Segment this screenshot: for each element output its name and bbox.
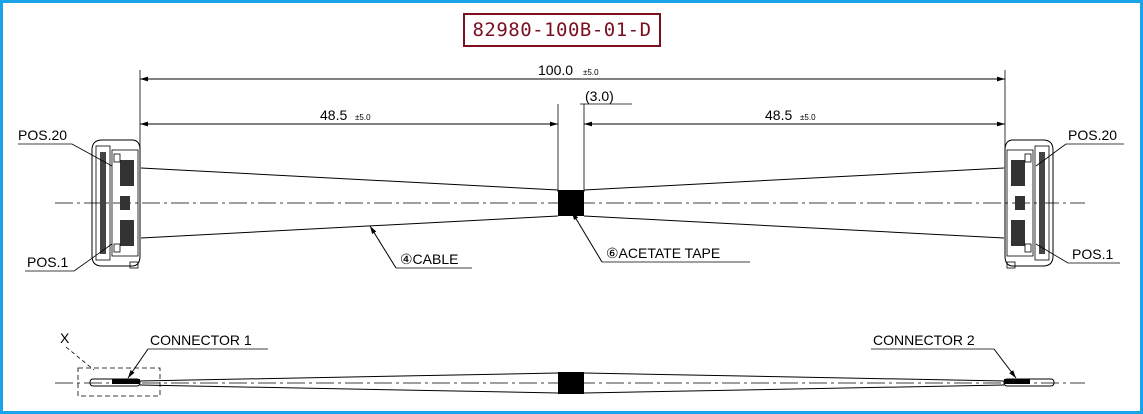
right-dimension-value: 48.5 xyxy=(765,107,792,123)
connector-2-top xyxy=(1004,139,1054,269)
cable-side-lower-left xyxy=(139,384,559,394)
overall-dimension-tolerance: ±5.0 xyxy=(583,68,599,77)
cable-edge-lower-left xyxy=(140,215,559,239)
cable-side-upper-right xyxy=(583,372,1005,382)
detail-x-box xyxy=(77,367,161,397)
acetate-tape-leader xyxy=(571,211,603,263)
pos1-left-label: POS.1 xyxy=(27,254,68,270)
pos20-left-leader xyxy=(71,143,113,167)
pos20-left-label: POS.20 xyxy=(18,127,67,143)
acetate-tape-top xyxy=(558,190,584,216)
connector-2-label: CONNECTOR 2 xyxy=(873,332,975,348)
tape-dimension-value: (3.0) xyxy=(585,88,614,104)
connector-2-leader xyxy=(993,348,1017,379)
left-dimension-value: 48.5 xyxy=(320,107,347,123)
connector-1-top xyxy=(91,139,141,269)
cable-edge-lower-right xyxy=(583,215,1005,239)
cable-label: ④CABLE xyxy=(400,251,458,267)
drawing-number: 82980-100B-01-D xyxy=(463,13,661,47)
cable-edge-upper-right xyxy=(583,167,1005,191)
cable-leader xyxy=(369,225,397,269)
overall-dimension-value: 100.0 xyxy=(538,62,573,78)
acetate-tape-label: ⑥ACETATE TAPE xyxy=(606,245,720,261)
acetate-tape-side xyxy=(558,372,584,394)
pos20-right-leader xyxy=(1035,143,1067,167)
connector-1-leader xyxy=(127,348,149,379)
connector-1-side xyxy=(89,378,141,387)
pos20-right-label: POS.20 xyxy=(1068,127,1117,143)
detail-x-label: X xyxy=(60,330,70,346)
connector-2-side xyxy=(1003,378,1055,387)
right-dimension-tolerance: ±5.0 xyxy=(800,113,816,122)
pos1-right-label: POS.1 xyxy=(1072,246,1113,262)
cable-side-upper-left xyxy=(139,372,559,382)
connector-1-label: CONNECTOR 1 xyxy=(150,332,252,348)
left-dimension-tolerance: ±5.0 xyxy=(355,113,371,122)
pos1-right-leader xyxy=(1035,243,1069,264)
cable-edge-upper-left xyxy=(140,167,559,191)
cable-side-lower-right xyxy=(583,384,1005,394)
detail-x-leader xyxy=(65,346,95,371)
pos1-left-leader xyxy=(73,243,113,272)
